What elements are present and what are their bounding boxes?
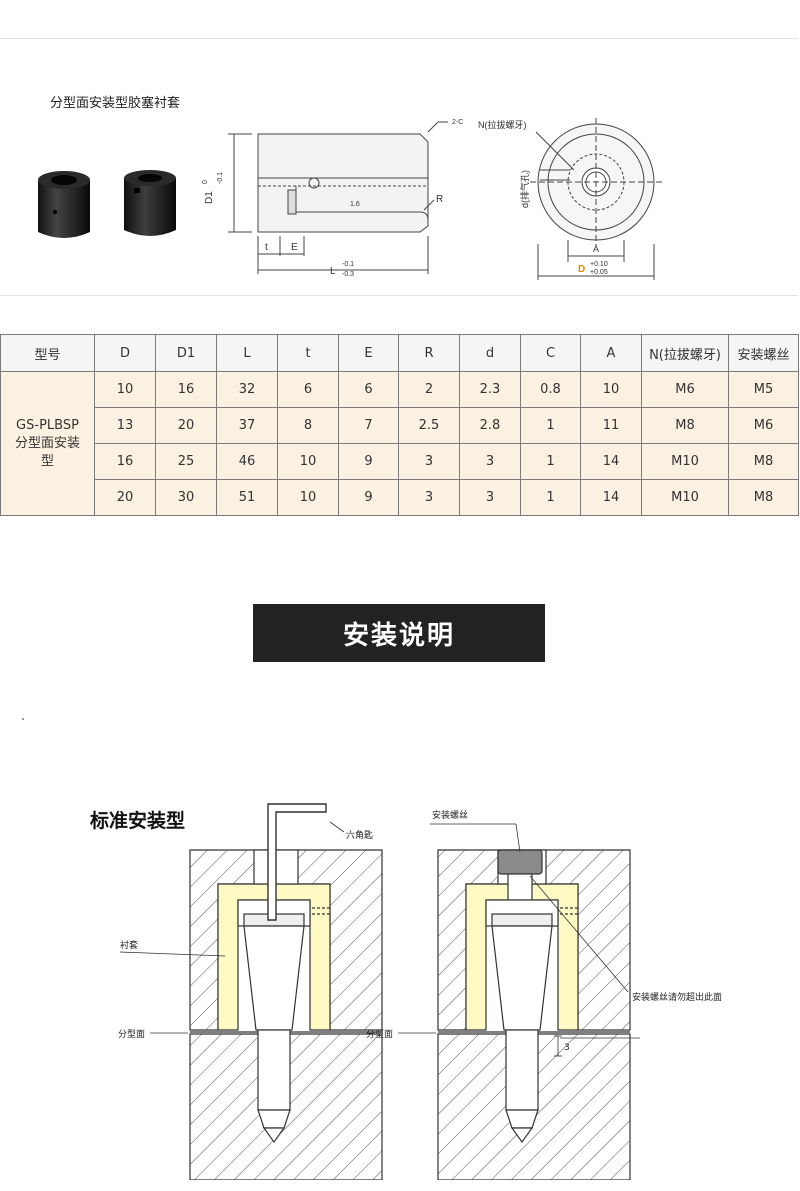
hex-key-label: 六角匙 — [346, 829, 373, 841]
model-line: GS-PLBSP — [16, 417, 79, 433]
table-cell: 10 — [94, 371, 156, 408]
table-cell: 16 — [94, 443, 156, 480]
table-cell: 11 — [580, 407, 642, 444]
d-tol-top: +0.10 — [590, 261, 608, 268]
col-header: R — [398, 334, 460, 372]
table-cell: 1 — [520, 443, 581, 480]
d-vent-label: d(排气孔) — [519, 170, 530, 208]
table-row: GS-PLBSP 分型面安装 型 10 16 32 6 6 2 2.3 0.8 … — [0, 371, 799, 516]
table-header-row: 型号 D D1 L t E R d C A N(拉拔螺牙) 安装螺丝 — [0, 334, 799, 372]
install-title: 标准安装型 — [90, 810, 186, 832]
table-cell: 51 — [216, 479, 278, 516]
table-row: 16 25 46 10 9 3 3 1 14 M10 M8 — [1, 443, 799, 480]
install-screw-label: 安装螺丝 — [432, 809, 468, 821]
table-cell: 16 — [155, 371, 217, 408]
table-cell: 6 — [338, 371, 399, 408]
table-cell: 10 — [277, 479, 339, 516]
table-cell: 6 — [277, 371, 339, 408]
technical-drawing: 2-C D1 0 -0.1 1.6 R t E L -0.1 -0.3 N(拉拔… — [202, 118, 662, 280]
bushing-label: 衬套 — [120, 939, 138, 951]
product-photo-1 — [38, 171, 90, 238]
table-cell: M5 — [728, 371, 799, 408]
table-cell: 20 — [94, 479, 156, 516]
parting-surface-label-left: 分型面 — [118, 1029, 145, 1040]
col-header: 安装螺丝 — [728, 334, 799, 372]
table-cell: M10 — [641, 443, 729, 480]
table-cell: 13 — [94, 407, 156, 444]
drawing-panel — [0, 38, 798, 296]
table-row: 13 20 37 8 7 2.5 2.8 1 11 M8 M6 — [1, 407, 799, 444]
l-tol-top: -0.1 — [342, 261, 354, 268]
d1-tol-bot: -0.1 — [217, 172, 224, 184]
col-header: N(拉拔螺牙) — [641, 334, 729, 372]
dimension-value: 3 — [564, 1043, 570, 1053]
table-cell: 25 — [155, 443, 217, 480]
col-header: A — [580, 334, 642, 372]
e-label: E — [291, 242, 298, 253]
model-line: 分型面安装 — [14, 435, 80, 451]
model-cell: GS-PLBSP 分型面安装 型 — [0, 371, 95, 516]
product-photo-2 — [124, 170, 176, 236]
l-tol-bot: -0.3 — [342, 271, 354, 278]
d1-tol-top: 0 — [202, 180, 209, 184]
a-label: A — [593, 244, 599, 254]
table-cell: 3 — [459, 443, 521, 480]
table-cell: 37 — [216, 407, 278, 444]
col-header: L — [216, 334, 278, 372]
chamfer-label: 2-C — [452, 119, 463, 126]
col-header: 型号 — [0, 334, 95, 372]
table-cell: 1 — [520, 407, 581, 444]
col-header: D1 — [155, 334, 217, 372]
d-label: D — [578, 264, 585, 275]
spec-table: 型号 D D1 L t E R d C A N(拉拔螺牙) 安装螺丝 GS-PL… — [0, 334, 799, 516]
n-label: N(拉拔螺牙) — [478, 119, 527, 130]
divider-dot — [22, 718, 24, 720]
table-cell: 9 — [338, 443, 399, 480]
table-cell: 14 — [580, 443, 642, 480]
d-tol-bot: +0.05 — [590, 269, 608, 276]
t-label: t — [265, 242, 268, 253]
table-cell: 2.5 — [398, 407, 460, 444]
table-cell: 14 — [580, 479, 642, 516]
product-name: 分型面安装型胶塞衬套 — [50, 96, 181, 111]
col-header: d — [459, 334, 521, 372]
table-cell: 2.8 — [459, 407, 521, 444]
table-cell: 1 — [520, 479, 581, 516]
table-cell: 20 — [155, 407, 217, 444]
table-cell: 32 — [216, 371, 278, 408]
r-label: R — [436, 194, 443, 205]
table-cell: 10 — [580, 371, 642, 408]
table-cell: M6 — [641, 371, 729, 408]
col-header: C — [520, 334, 581, 372]
parting-surface-label-right: 分型面 — [366, 1029, 393, 1040]
table-row: 20 30 51 10 9 3 3 1 14 M10 M8 — [1, 479, 799, 516]
table-cell: 3 — [398, 479, 460, 516]
l-label: L — [330, 266, 336, 277]
roughness-label: 1.6 — [350, 201, 360, 208]
model-line: 型 — [40, 453, 54, 469]
table-cell: M8 — [641, 407, 729, 444]
table-cell: 2 — [398, 371, 460, 408]
table-cell: M8 — [728, 443, 799, 480]
table-cell: M6 — [728, 407, 799, 444]
table-cell: M10 — [641, 479, 729, 516]
table-cell: 9 — [338, 479, 399, 516]
section-banner: 安装说明 — [253, 604, 545, 662]
table-cell: 10 — [277, 443, 339, 480]
table-cell: M8 — [728, 479, 799, 516]
d1-label: D1 — [204, 191, 215, 204]
table-cell: 8 — [277, 407, 339, 444]
table-cell: 46 — [216, 443, 278, 480]
col-header: t — [277, 334, 339, 372]
table-cell: 2.3 — [459, 371, 521, 408]
warning-label: 安装螺丝请勿超出此面 — [632, 991, 722, 1003]
table-cell: 3 — [398, 443, 460, 480]
install-diagram: 六角匙 衬套 分型面 安装螺丝 安装螺丝请勿超出此面 分型面 3 — [118, 803, 722, 1180]
col-header: D — [94, 334, 156, 372]
table-cell: 30 — [155, 479, 217, 516]
col-header: E — [338, 334, 399, 372]
table-cell: 3 — [459, 479, 521, 516]
table-cell: 7 — [338, 407, 399, 444]
table-cell: 0.8 — [520, 371, 581, 408]
